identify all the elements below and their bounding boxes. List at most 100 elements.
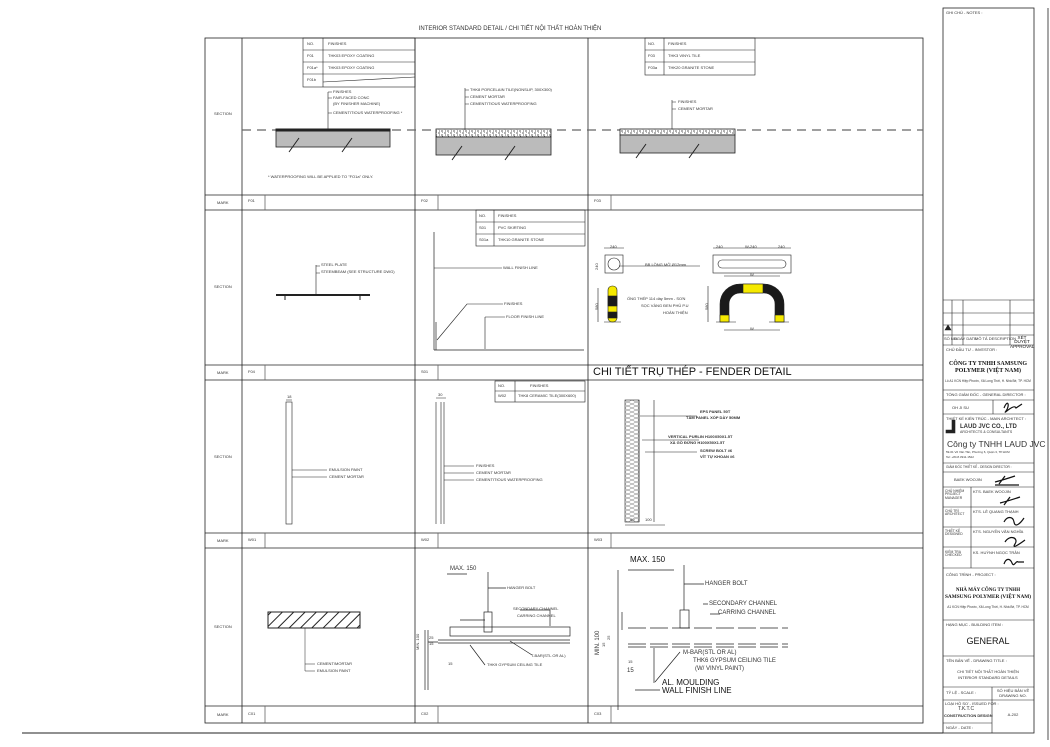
notes-label: GHI CHÚ - NOTES : [946, 10, 983, 15]
w02-label: CEMENTITIOUS WATERPROOFING [476, 477, 543, 482]
rev-header: MÔ TẢ DESCRIPTION [975, 336, 1017, 341]
f01-label: FAIR-FACED CONC [333, 95, 370, 100]
table-cell: PVC SKIRTING [498, 225, 527, 230]
role-label: THIẾT KẾ DESIGNED [945, 529, 963, 537]
f02-label: CEMENTITIOUS WATERPROOFING [470, 101, 537, 106]
c02-label: SECONDARY CHANNEL [513, 606, 559, 611]
table-cell: THK8 CERAMIC TILE(300X600) [518, 393, 576, 398]
mark-code: C02 [421, 711, 429, 716]
table-cell: NO. [479, 213, 487, 218]
dim: 50 [630, 517, 635, 522]
wall-sections [285, 397, 699, 526]
role-name: KTS. BAEK WOOJIN [973, 489, 1011, 494]
s01-label: WALL FINISH LINE [503, 265, 538, 270]
f01-label: FINISHES [333, 89, 352, 94]
mark-code: F03 [594, 198, 601, 203]
item-label: HẠNG MỤC - BUILDING ITEM : [946, 622, 1004, 627]
table-cell: F01 [307, 53, 314, 58]
dim: 15 [448, 661, 453, 666]
investor-name: POLYMER (VIỆT NAM) [954, 368, 1022, 374]
signatures [994, 402, 1026, 566]
director-label: TỔNG GIÁM ĐỐC - GENERAL DIRECTOR : [946, 392, 1026, 397]
role-name: KS. HUỲNH NGỌC TRÂN [973, 550, 1020, 555]
row2-sections [276, 232, 584, 351]
ceiling-sections [267, 565, 788, 710]
table-cell: THK20 GRANITE STONE [668, 65, 715, 70]
firm-logo: ARCHITECTS & CONSULTANTS [960, 430, 1013, 434]
dim: W-240 [745, 244, 757, 249]
dim: MIN. 100 [415, 633, 420, 650]
firm-address: 59-61 Võ Văn Tần, Phường 6, Quận 3, TP.H… [946, 450, 1010, 454]
firm-address: Tel: +84.8.3911.1522 [946, 455, 974, 459]
issued-for: T.K.T.C [957, 706, 975, 712]
firm-name: Công ty TNHH LAUD JVC [947, 439, 1046, 449]
c03-label: M-BAR(STL OR AL) [683, 650, 737, 656]
table-cell: W02 [498, 393, 507, 398]
c02-label: THK9 GYPSUM CEILING TILE [487, 662, 543, 667]
date-label: NGÀY - DATE : [946, 725, 974, 730]
drawing-no-label: DRAWING NO. [999, 693, 1027, 698]
c02-label: T-BAR(STL OR AL) [531, 653, 566, 658]
c03-label: CARRING CHANNEL [718, 610, 777, 616]
table-cell: FINISHES [530, 383, 549, 388]
dim: W [750, 326, 754, 331]
dim: 15 [429, 641, 434, 646]
finish-tables [302, 37, 756, 403]
w02-label: CEMENT MORTAR [476, 470, 511, 475]
investor-name: CÔNG TY TNHH SAMSUNG [948, 361, 1028, 367]
dim: 580 [594, 303, 599, 310]
table-cell: FINISHES [498, 213, 517, 218]
f04-label: STEEMBEAM (SEE STRUCTURE DWG) [321, 269, 395, 274]
mark-code: W01 [248, 537, 257, 542]
section-label: SECTION [214, 111, 232, 116]
rev-header: XÉT DUYỆT APPROVAL [1010, 334, 1035, 349]
f03-label: FINISHES [678, 99, 697, 104]
drawing-title: INTERIOR STANDARD DETAILS [958, 675, 1018, 680]
f01-label: (BY FINISHER MACHINE) [333, 101, 381, 106]
mark-code: C03 [594, 711, 602, 716]
mark-code: F02 [421, 198, 428, 203]
dim: 18 [287, 394, 292, 399]
c01-label: EMULSION PAINT [317, 668, 351, 673]
dim: 25 [606, 635, 611, 640]
drawing-title-label: TÊN BẢN VẼ - DRAWING TITLE : [946, 658, 1007, 663]
rev-header: NGÀY DATE [954, 336, 977, 341]
mark-code: C01 [248, 711, 256, 716]
investor-label: CHỦ ĐẦU TƯ - INVESTOR : [946, 347, 998, 352]
table-cell: THK10 GRANITE STONE [498, 237, 545, 242]
director-name: OH JI SU [952, 405, 969, 410]
mark-label: MARK [217, 370, 229, 375]
floor-sections [242, 88, 923, 161]
project-name: SAMSUNG POLYMER (VIỆT NAM) [944, 594, 1032, 600]
table-cell: S01 [479, 225, 487, 230]
c02-label: HANGER BOLT [507, 585, 536, 590]
w01-label: EMULSION PAINT [329, 467, 363, 472]
mark-label: MARK [217, 538, 229, 543]
w03-label: VÍT TỰ KHOAN #6 [700, 454, 735, 459]
f01-label: CEMENTITIOUS WATERPROOFING * [333, 110, 403, 115]
role-name: KTS. NGUYỄN VĂN NGHĨA [973, 529, 1024, 534]
table-cell: NO. [307, 41, 315, 46]
mark-label: MARK [217, 712, 229, 717]
c03-label: THK6 GYPSUM CEILING TILE [693, 658, 776, 664]
mark-code: S01 [421, 369, 429, 374]
section-label: SECTION [214, 454, 232, 459]
w02-label: FINISHES [476, 463, 495, 468]
s01-label: FLOOR FINISH LINE [506, 314, 545, 319]
role-name: KTS. LÊ QUANG THẠNH [973, 509, 1019, 514]
table-cell: F03a [648, 65, 658, 70]
issued-label: LOẠI HỒ SƠ - ISSUED FOR : [945, 701, 999, 706]
c03-label: MAX. 150 [630, 555, 666, 564]
fender-pipe-label: ỐNG THÉP 114 dày 5mm - SƠN [627, 296, 686, 301]
section-label: SECTION [214, 624, 232, 629]
title-block-grid [943, 299, 1034, 733]
design-director: BAEK WOOJIN [954, 477, 982, 482]
project-label: CÔNG TRÌNH - PROJECT : [946, 572, 996, 577]
dim: 30 [438, 392, 443, 397]
c03-label: HANGER BOLT [705, 581, 748, 587]
mark-code: W02 [421, 537, 430, 542]
f02-label: THK8 PORCELAIN TILE(NONSLIP, 300X300) [470, 87, 552, 92]
table-cell: FINISHES [328, 41, 347, 46]
table-cell: NO. [648, 41, 656, 46]
dim: 240 [716, 244, 723, 249]
